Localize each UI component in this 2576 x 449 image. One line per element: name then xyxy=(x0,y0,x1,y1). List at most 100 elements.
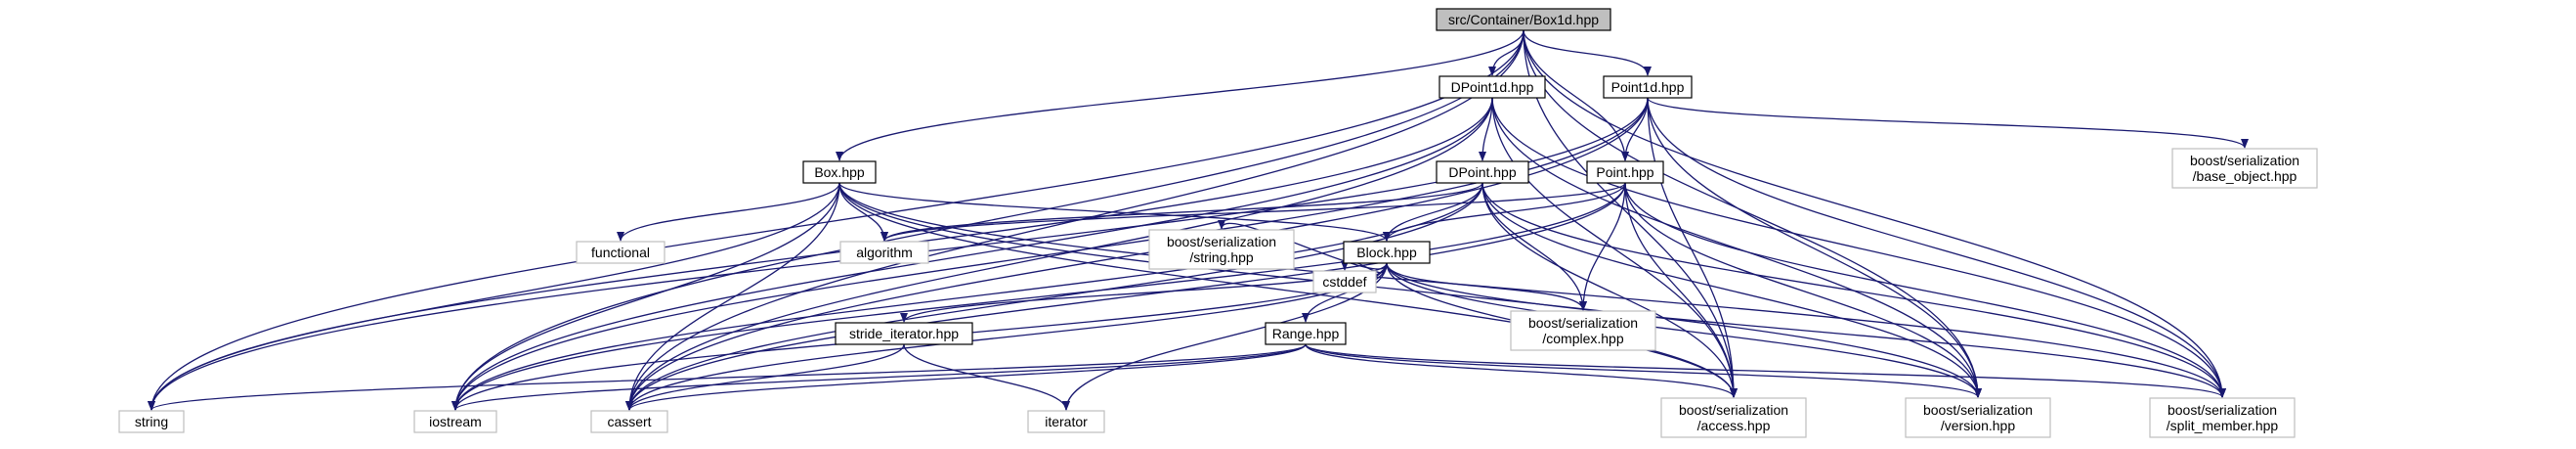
edge-stride_iterator-to-iterator xyxy=(903,343,1070,411)
node-box xyxy=(1436,8,1611,31)
node-base-object: boost/serialization/base_object.hpp xyxy=(2171,148,2318,189)
edge-point-to-algorithm xyxy=(880,182,1626,242)
node-label: /access.hpp xyxy=(1697,418,1771,433)
node-box xyxy=(1436,160,1529,184)
node-dpoint1d[interactable]: DPoint1d.hpp xyxy=(1438,75,1546,99)
node-label: boost/serialization xyxy=(2168,402,2277,418)
node-label: cassert xyxy=(607,414,651,429)
edge-point-to-block xyxy=(1383,182,1626,242)
node-complex: boost/serialization/complex.hpp xyxy=(1510,310,1656,351)
node-label: boost/serialization xyxy=(1167,234,1276,249)
node-box xyxy=(1265,322,1347,345)
node-algorithm: algorithm xyxy=(839,241,929,264)
edge-dpoint-to-cassert xyxy=(625,182,1483,411)
edge-dpoint-to-version xyxy=(1481,182,1982,398)
edge-box-to-access xyxy=(838,182,1738,398)
node-label: functional xyxy=(591,245,650,260)
edge-range-to-cassert xyxy=(625,343,1307,411)
edge-point-to-iostream xyxy=(451,182,1626,411)
edge-box-to-iostream xyxy=(451,182,840,411)
node-label: Block.hpp xyxy=(1356,245,1417,260)
edge-range-to-version xyxy=(1305,343,1982,398)
node-label: /version.hpp xyxy=(1941,418,2015,433)
node-box[interactable]: Box.hpp xyxy=(802,160,877,184)
edge-box1d-to-point xyxy=(1523,29,1629,161)
node-dpoint[interactable]: DPoint.hpp xyxy=(1436,160,1529,184)
node-box xyxy=(802,160,877,184)
node-box xyxy=(1660,397,1807,438)
node-box xyxy=(839,241,929,264)
node-label: boost/serialization xyxy=(1679,402,1788,418)
edge-stride_iterator-to-cassert xyxy=(625,343,905,411)
edge-box1d-to-split_member xyxy=(1523,29,2226,398)
node-label: /complex.hpp xyxy=(1542,331,1623,346)
edge-point1d-to-version xyxy=(1647,97,1982,398)
node-box xyxy=(1586,160,1664,184)
edge-point-to-complex xyxy=(1579,182,1626,311)
node-box xyxy=(413,410,497,433)
node-label: iterator xyxy=(1045,414,1088,429)
edge-point1d-to-split_member xyxy=(1647,97,2226,398)
node-string: string xyxy=(118,410,185,433)
node-label: boost/serialization xyxy=(2190,153,2299,168)
node-label: DPoint.hpp xyxy=(1448,164,1516,180)
edge-box1d-to-version xyxy=(1523,29,1982,398)
edge-point-to-split_member xyxy=(1624,182,2226,398)
node-box1d[interactable]: src/Container/Box1d.hpp xyxy=(1436,8,1611,31)
edge-dpoint1d-to-version xyxy=(1491,97,1982,398)
node-box xyxy=(2149,397,2296,438)
node-access: boost/serialization/access.hpp xyxy=(1660,397,1807,438)
node-label: boost/serialization xyxy=(1923,402,2033,418)
edge-point1d-to-access xyxy=(1647,97,1738,398)
node-label: string xyxy=(135,414,168,429)
node-point[interactable]: Point.hpp xyxy=(1586,160,1664,184)
node-box xyxy=(2171,148,2318,189)
node-box xyxy=(576,241,665,264)
edge-range-to-iostream xyxy=(451,343,1307,411)
edge-dpoint-to-algorithm xyxy=(880,182,1483,242)
edge-point1d-to-base_object xyxy=(1647,97,2249,149)
edge-box-to-split_member xyxy=(838,182,2226,398)
node-box xyxy=(590,410,668,433)
node-label: algorithm xyxy=(856,245,913,260)
node-version: boost/serialization/version.hpp xyxy=(1905,397,2051,438)
node-block[interactable]: Block.hpp xyxy=(1343,241,1431,264)
node-box xyxy=(1510,310,1656,351)
edge-range-to-string xyxy=(148,343,1307,411)
node-label: Point.hpp xyxy=(1596,164,1653,180)
node-stride-iterator[interactable]: stride_iterator.hpp xyxy=(835,322,973,345)
edge-dpoint1d-to-cassert xyxy=(625,97,1493,411)
node-point1d[interactable]: Point1d.hpp xyxy=(1603,75,1693,99)
node-range[interactable]: Range.hpp xyxy=(1265,322,1347,345)
edge-range-to-access xyxy=(1305,343,1738,398)
node-label: /split_member.hpp xyxy=(2167,418,2279,433)
edge-box-to-string xyxy=(148,182,840,411)
node-box xyxy=(1343,241,1431,264)
node-label: cstddef xyxy=(1322,274,1366,290)
edge-block-to-split_member xyxy=(1386,262,2226,398)
node-box xyxy=(835,322,973,345)
node-ser-string: boost/serialization/string.hpp xyxy=(1148,229,1295,270)
edge-box1d-to-point1d xyxy=(1523,29,1652,76)
edge-layer xyxy=(148,29,2249,411)
edge-block-to-version xyxy=(1386,262,1982,398)
node-box xyxy=(1312,270,1377,293)
edge-point-to-access xyxy=(1624,182,1738,398)
edge-dpoint1d-to-iostream xyxy=(451,97,1493,411)
edge-box1d-to-box xyxy=(836,29,1524,161)
node-label: Range.hpp xyxy=(1272,326,1340,341)
edge-point-to-version xyxy=(1624,182,1982,398)
edge-dpoint-to-access xyxy=(1481,182,1738,398)
node-box xyxy=(1438,75,1546,99)
edge-range-to-split_member xyxy=(1305,343,2226,398)
node-box xyxy=(1603,75,1693,99)
node-label: DPoint1d.hpp xyxy=(1451,79,1534,95)
node-box xyxy=(1148,229,1295,270)
node-label: Point1d.hpp xyxy=(1611,79,1685,95)
edge-box-to-version xyxy=(838,182,1982,398)
node-label: stride_iterator.hpp xyxy=(849,326,959,341)
node-label: /string.hpp xyxy=(1189,249,1254,265)
node-label: Box.hpp xyxy=(814,164,865,180)
